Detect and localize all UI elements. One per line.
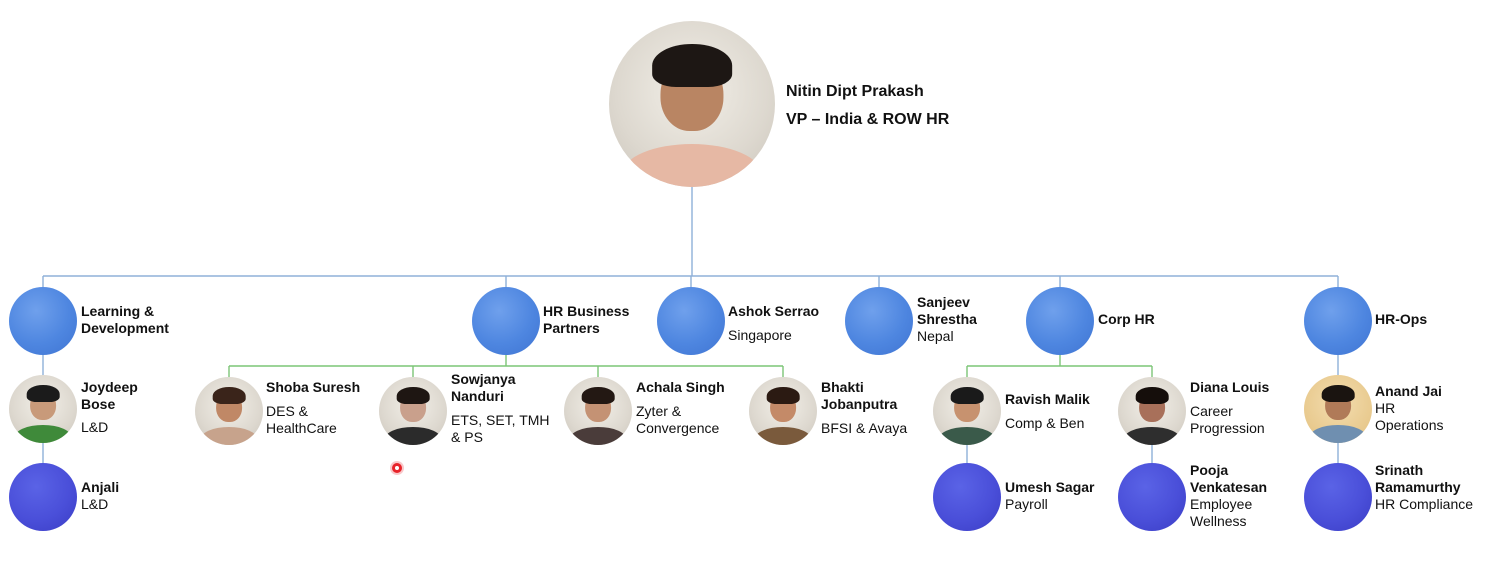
dept-label-sanjeev-shrestha: Sanjeev Shrestha Nepal <box>917 294 997 345</box>
person-role: HR Compliance <box>1375 496 1474 512</box>
person-role: Comp & Ben <box>1005 415 1085 431</box>
laser-pointer-dot <box>392 463 402 473</box>
dept-sub: Nepal <box>917 328 954 344</box>
person-role: Payroll <box>1005 496 1048 512</box>
person-photo-bhakti <box>749 377 817 445</box>
person-photo-joydeep <box>9 375 77 443</box>
person-role: HR Operations <box>1375 400 1444 433</box>
head-name: Nitin Dipt Prakash <box>786 83 924 100</box>
head-label: Nitin Dipt Prakash VP – India & ROW HR <box>786 78 949 134</box>
dept-name: Learning & Development <box>81 303 169 336</box>
dept-node-corp-hr <box>1026 287 1094 355</box>
person-role: Zyter & Convergence <box>636 403 720 436</box>
dept-node-hr-ops <box>1304 287 1372 355</box>
person-name: Bhakti Jobanputra <box>821 379 898 412</box>
person-label-anand: Anand Jai HR Operations <box>1375 383 1465 434</box>
person-label-srinath: Srinath Ramamurthy HR Compliance <box>1375 462 1480 513</box>
person-node-umesh <box>933 463 1001 531</box>
person-role: L&D <box>81 496 109 512</box>
person-label-achala: Achala Singh Zyter & Convergence <box>636 379 736 437</box>
dept-node-sanjeev-shrestha <box>845 287 913 355</box>
dept-sub: Singapore <box>728 327 792 343</box>
person-photo-diana <box>1118 377 1186 445</box>
person-node-pooja <box>1118 463 1186 531</box>
person-name: Shoba Suresh <box>266 379 361 395</box>
person-photo-ravish <box>933 377 1001 445</box>
dept-name: Corp HR <box>1098 311 1155 327</box>
person-role: ETS, SET, TMH & PS <box>451 412 550 445</box>
person-photo-shoba <box>195 377 263 445</box>
dept-label-learning-development: Learning & Development <box>81 303 191 337</box>
dept-name: HR Business Partners <box>543 303 630 336</box>
person-name: Umesh Sagar <box>1005 479 1095 495</box>
head-role: VP – India & ROW HR <box>786 111 950 128</box>
person-photo-sowjanya <box>379 377 447 445</box>
person-photo-anand <box>1304 375 1372 443</box>
person-name: Srinath Ramamurthy <box>1375 462 1461 495</box>
dept-label-hr-business-partners: HR Business Partners <box>543 303 643 337</box>
person-label-joydeep: Joydeep Bose L&D <box>81 379 161 436</box>
person-role: BFSI & Avaya <box>821 420 908 436</box>
person-name: Anand Jai <box>1375 383 1442 399</box>
dept-node-learning-development <box>9 287 77 355</box>
person-label-bhakti: Bhakti Jobanputra BFSI & Avaya <box>821 379 921 437</box>
person-role: DES & HealthCare <box>266 403 337 436</box>
person-label-sowjanya: Sowjanya Nanduri ETS, SET, TMH & PS <box>451 371 551 446</box>
person-role: Career Progression <box>1190 403 1265 436</box>
head-photo <box>609 21 775 187</box>
person-name: Pooja Venkatesan <box>1190 462 1268 495</box>
person-label-pooja: Pooja Venkatesan Employee Wellness <box>1190 462 1280 530</box>
person-role: Employee Wellness <box>1190 496 1253 529</box>
person-role: L&D <box>81 419 109 435</box>
person-name: Ravish Malik <box>1005 391 1090 407</box>
person-name: Anjali <box>81 479 120 495</box>
person-photo-achala <box>564 377 632 445</box>
dept-label-ashok-serrao: Ashok Serrao Singapore <box>728 299 838 347</box>
dept-node-hr-business-partners <box>472 287 540 355</box>
person-name: Achala Singh <box>636 379 725 395</box>
person-label-shoba: Shoba Suresh DES & HealthCare <box>266 379 376 437</box>
person-label-diana: Diana Louis Career Progression <box>1190 379 1290 437</box>
dept-name: HR-Ops <box>1375 311 1428 327</box>
person-label-anjali: Anjali L&D <box>81 479 161 513</box>
person-name: Joydeep Bose <box>81 379 138 412</box>
dept-label-hr-ops: HR-Ops <box>1375 311 1465 328</box>
dept-name: Sanjeev Shrestha <box>917 294 977 327</box>
dept-node-ashok-serrao <box>657 287 725 355</box>
person-name: Sowjanya Nanduri <box>451 371 516 404</box>
dept-label-corp-hr: Corp HR <box>1098 311 1188 328</box>
person-node-anjali <box>9 463 77 531</box>
person-label-ravish: Ravish Malik Comp & Ben <box>1005 387 1105 435</box>
person-label-umesh: Umesh Sagar Payroll <box>1005 479 1105 513</box>
person-name: Diana Louis <box>1190 379 1270 395</box>
person-node-srinath <box>1304 463 1372 531</box>
dept-name: Ashok Serrao <box>728 303 820 319</box>
